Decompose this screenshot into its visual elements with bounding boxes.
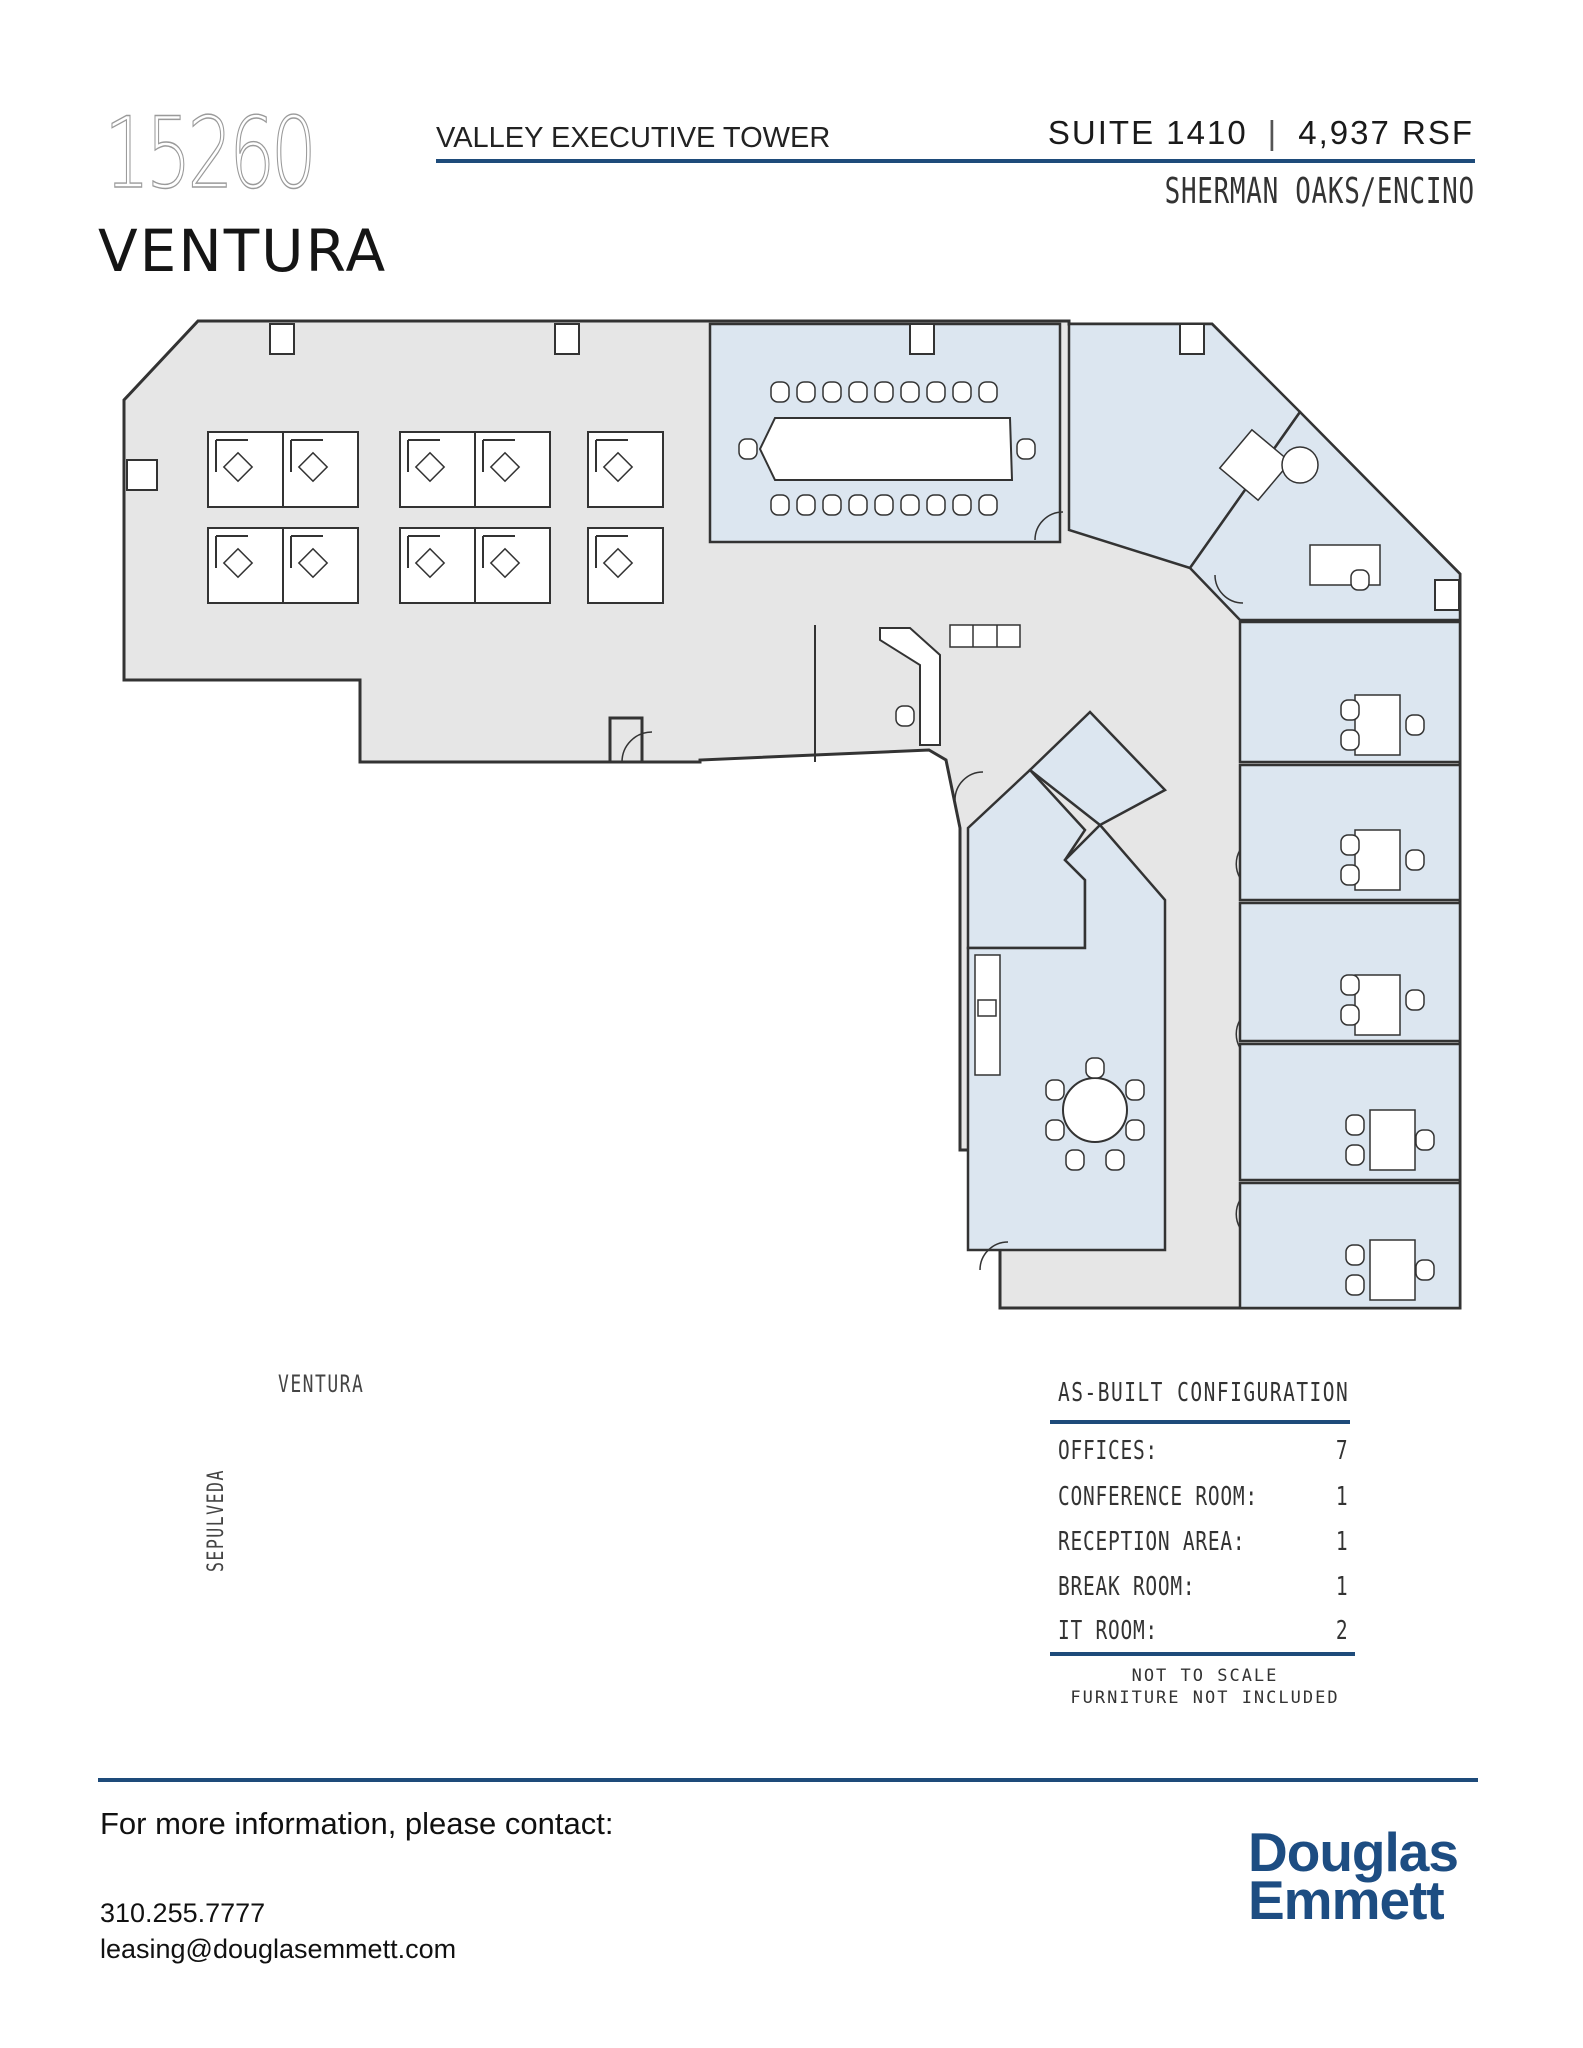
- config-row-break-room: BREAK ROOM:1: [1058, 1572, 1348, 1602]
- logo-line-1: Douglas: [1248, 1821, 1459, 1883]
- contact-phone[interactable]: 310.255.7777: [100, 1898, 266, 1928]
- douglas-emmett-logo: Douglas Emmett: [1248, 1821, 1459, 1931]
- header-rule: [436, 159, 1475, 163]
- config-row-it-room: IT ROOM:2: [1058, 1616, 1348, 1646]
- suite-info: SUITE 1410 | 4,937 RSF: [1048, 116, 1474, 149]
- suite-separator: |: [1267, 114, 1279, 151]
- configuration-rule-top: [1050, 1420, 1350, 1424]
- office-desks: [1218, 428, 1435, 1301]
- location: SHERMAN OAKS/ENCINO: [1164, 171, 1475, 212]
- contact-email[interactable]: leasing@douglasemmett.com: [100, 1934, 457, 1964]
- street-name: VENTURA: [98, 217, 388, 285]
- config-row-offices: OFFICES:7: [1058, 1436, 1348, 1466]
- key-plan-street-top: VENTURA: [278, 1370, 365, 1398]
- suite-number: SUITE 1410: [1047, 114, 1248, 151]
- configuration-title: AS-BUILT CONFIGURATION: [1058, 1378, 1350, 1408]
- break-table: [1062, 1077, 1128, 1143]
- address-number: 15260: [103, 97, 317, 211]
- config-row-conference: CONFERENCE ROOM:1: [1058, 1482, 1348, 1512]
- logo-line-2: Emmett: [1248, 1869, 1445, 1931]
- config-row-reception: RECEPTION AREA:1: [1058, 1527, 1348, 1557]
- note-not-to-scale: NOT TO SCALE: [1131, 1666, 1279, 1686]
- footer-rule: [98, 1778, 1478, 1782]
- key-plan-street-left: SEPULVEDA: [204, 1469, 229, 1572]
- floor-plan: [122, 319, 1462, 1310]
- contact-heading: For more information, please contact:: [100, 1806, 614, 1841]
- note-furniture: FURNITURE NOT INCLUDED: [1070, 1688, 1340, 1708]
- building-name: VALLEY EXECUTIVE TOWER: [436, 122, 831, 154]
- suite-area: 4,937 RSF: [1298, 114, 1474, 151]
- configuration-rule-bottom: [1050, 1652, 1355, 1656]
